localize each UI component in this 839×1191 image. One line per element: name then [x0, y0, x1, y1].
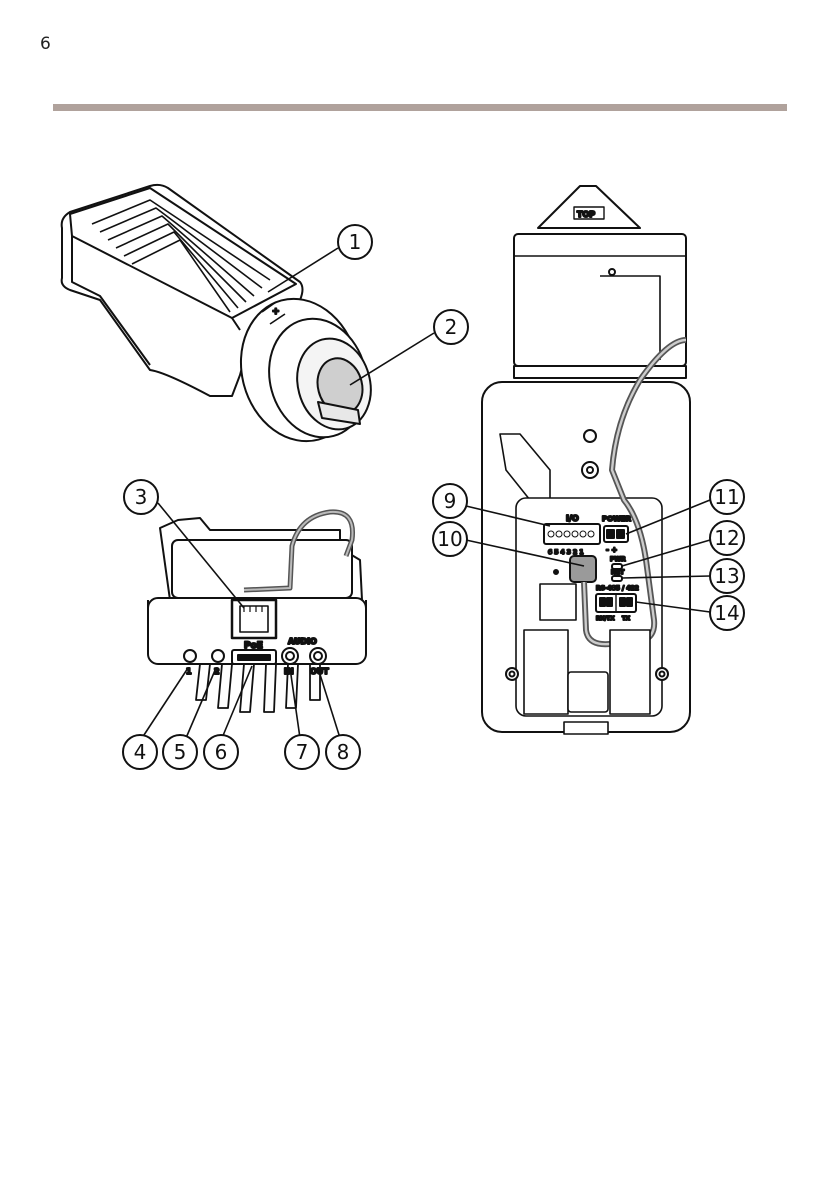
- camera-front-view: +: [62, 185, 381, 455]
- callout-8-number: 8: [337, 740, 350, 764]
- callout-3-number: 3: [135, 485, 148, 509]
- callout-10-number: 10: [437, 527, 462, 551]
- rs485-label: RS-485 / 422: [596, 585, 639, 592]
- callout-2: 2: [434, 310, 468, 344]
- top-label: TOP: [577, 210, 595, 219]
- screw-top: [584, 430, 596, 442]
- camera-back-view: TOP I/O 6 5 4 3 2 1 POWER - + PWR: [482, 186, 690, 734]
- power-pins-label: - +: [606, 546, 617, 554]
- pwr-label: PWR: [610, 556, 626, 563]
- callout-6-number: 6: [215, 740, 228, 764]
- camera-rear-view: PoE 1 2 AUDIO IN OUT: [148, 512, 366, 712]
- callout-10: 10: [433, 522, 467, 556]
- network-led: [612, 576, 622, 581]
- callout-9-number: 9: [444, 489, 457, 513]
- tx-label: TX: [622, 616, 631, 622]
- callout-5-number: 5: [174, 740, 187, 764]
- callout-7: 7: [285, 735, 319, 769]
- callout-6: 6: [204, 735, 238, 769]
- callout-13: 13: [710, 559, 744, 593]
- callout-13-number: 13: [714, 564, 739, 588]
- callout-14-number: 14: [714, 601, 739, 625]
- callout-4-number: 4: [134, 740, 147, 764]
- callout-1-number: 1: [349, 230, 362, 254]
- callout-7-number: 7: [296, 740, 309, 764]
- io-label: I/O: [566, 514, 579, 523]
- audio-in-label: IN: [284, 667, 294, 676]
- callout-11: 11: [710, 480, 744, 514]
- rxtx-label: RX/TX: [596, 616, 615, 622]
- network-connector: [570, 556, 596, 582]
- callout-11-number: 11: [714, 485, 739, 509]
- callout-12: 12: [710, 521, 744, 555]
- callout-2-number: 2: [445, 315, 458, 339]
- io-pins-label: 6 5 4 3 2 1: [548, 549, 584, 556]
- net-label: NET: [611, 569, 625, 576]
- callout-8: 8: [326, 735, 360, 769]
- callout-12-number: 12: [714, 526, 739, 550]
- io-connector-1: [184, 650, 196, 662]
- callout-9: 9: [433, 484, 467, 518]
- callout-3: 3: [124, 480, 158, 514]
- power-label: POWER: [602, 515, 632, 523]
- callout-14: 14: [710, 596, 744, 630]
- io-connector-2: [212, 650, 224, 662]
- audio-label: AUDIO: [288, 637, 317, 646]
- lens-badge: +: [272, 307, 280, 317]
- callout-5: 5: [163, 735, 197, 769]
- callout-1: 1: [338, 225, 372, 259]
- callout-4: 4: [123, 735, 157, 769]
